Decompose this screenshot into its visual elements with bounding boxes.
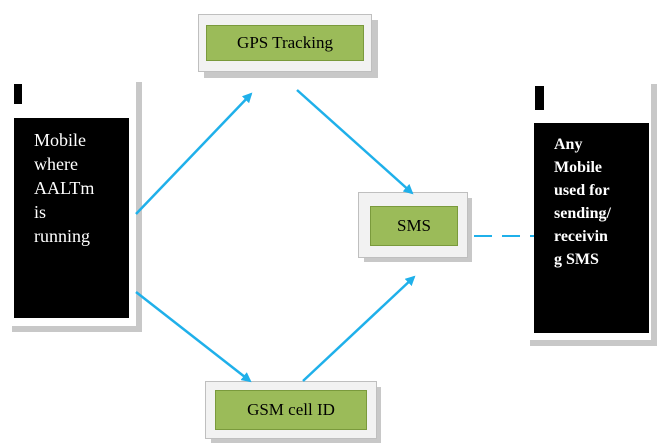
right-phone: Any Mobile used for sending/ receivin g … <box>524 78 651 340</box>
gsm-cell-id-box: GSM cell ID <box>215 390 367 430</box>
arrow-phone-to-gsm <box>135 291 252 383</box>
right-phone-antenna <box>535 86 544 110</box>
left-phone: Mobile where AALTm is running <box>6 76 136 326</box>
right-phone-text: Any Mobile used for sending/ receivin g … <box>554 136 611 268</box>
right-phone-screen: Any Mobile used for sending/ receivin g … <box>534 123 649 333</box>
left-phone-antenna <box>14 84 22 104</box>
left-phone-screen: Mobile where AALTm is running <box>14 118 129 318</box>
arrow-gsm-to-sms <box>302 275 416 382</box>
arrow-gps-to-sms <box>296 89 414 195</box>
arrow-phone-to-gps <box>135 92 253 215</box>
left-phone-text: Mobile where AALTm is running <box>34 130 95 246</box>
sms-box: SMS <box>370 206 458 246</box>
gps-tracking-box: GPS Tracking <box>206 25 364 61</box>
